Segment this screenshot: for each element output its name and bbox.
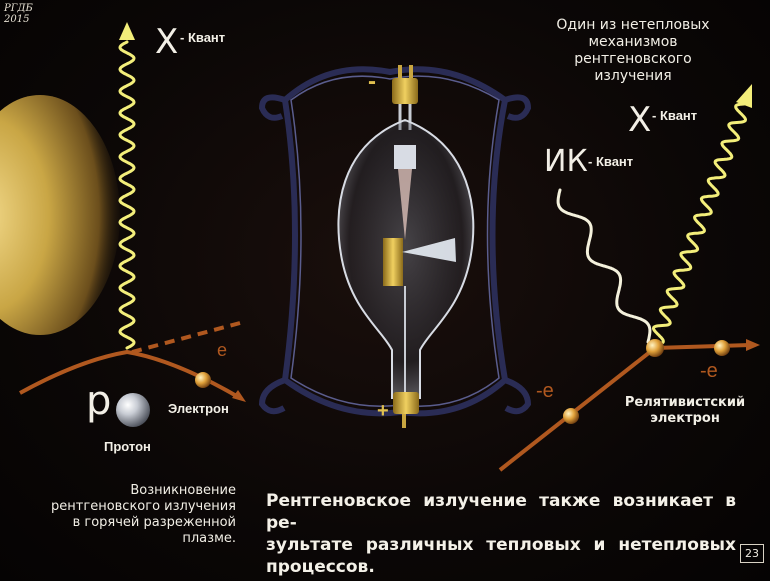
cathode-pins bbox=[398, 65, 402, 79]
slide-number: 23 bbox=[740, 544, 764, 563]
left-electron-symbol: e bbox=[217, 340, 228, 360]
watermark: РГДБ 2015 bbox=[4, 3, 33, 25]
right-header-line: механизмов bbox=[588, 34, 678, 50]
right-electron-track-in bbox=[498, 346, 657, 472]
left-xray-wave bbox=[118, 40, 136, 350]
tube-minus-sign: - bbox=[368, 68, 376, 95]
left-electron-ball bbox=[195, 372, 211, 388]
ir-letters: ИК bbox=[544, 144, 588, 179]
main-caption: Рентгеновское излучение также возникает … bbox=[266, 490, 736, 578]
main-caption-line: Рентгеновское излучение также возникает … bbox=[266, 491, 736, 533]
right-header: Один из нетепловых механизмов рентгеновс… bbox=[548, 17, 718, 85]
main-caption-line: зультате различных тепловых и нетепловых bbox=[266, 535, 736, 555]
scroll-frame bbox=[258, 66, 532, 417]
right-header-line: рентгеновского bbox=[574, 51, 692, 67]
left-caption-line: рентгеновского излучения bbox=[51, 499, 236, 514]
right-header-line: Один из нетепловых bbox=[556, 17, 710, 33]
main-caption-line: процессов. bbox=[266, 557, 375, 577]
left-quant-label: - Квант bbox=[180, 30, 226, 45]
relativistic-line: электрон bbox=[650, 411, 720, 426]
anode-body bbox=[383, 238, 403, 286]
right-e-left: -е bbox=[536, 380, 554, 402]
proton-letter: p bbox=[86, 378, 112, 424]
electron-beam bbox=[398, 169, 412, 240]
left-xray-arrowhead bbox=[119, 22, 135, 40]
xray-tube bbox=[337, 65, 475, 428]
cathode-cup bbox=[394, 145, 416, 169]
watermark-line1: РГДБ bbox=[4, 3, 33, 14]
right-electron-ball-left bbox=[563, 408, 579, 424]
ir-quant-label: - Квант bbox=[588, 154, 634, 169]
proton-ball bbox=[116, 393, 150, 427]
anode-cap bbox=[393, 392, 419, 414]
relativistic-line: Релятивистский bbox=[624, 395, 746, 410]
right-xray-wave bbox=[651, 102, 748, 346]
right-e-right: -е bbox=[700, 360, 718, 382]
right-x-letter: X bbox=[628, 100, 652, 140]
left-caption-line: в горячей разреженной bbox=[72, 515, 236, 530]
left-x-letter: X bbox=[155, 22, 179, 62]
left-caption-line: Возникновение bbox=[130, 483, 236, 498]
electron-label: Электрон bbox=[168, 401, 229, 416]
right-electron-ball-center bbox=[646, 339, 664, 357]
ir-wave bbox=[556, 188, 652, 344]
cathode-cap bbox=[392, 78, 418, 104]
right-xray-arrowhead bbox=[736, 84, 752, 108]
right-header-line: излучения bbox=[594, 68, 672, 84]
proton-label: Протон bbox=[104, 439, 151, 454]
left-electron-dashed bbox=[131, 321, 241, 354]
hot-plasma bbox=[0, 95, 120, 335]
tube-plus-sign: + bbox=[377, 400, 389, 422]
right-electron-ball-right bbox=[714, 340, 730, 356]
left-caption: Возникновение рентгеновского излучения в… bbox=[8, 483, 236, 547]
xray-beam bbox=[402, 238, 456, 262]
relativistic-label: Релятивистский электрон bbox=[620, 395, 750, 427]
right-electron-track-out bbox=[654, 343, 751, 350]
right-x-quant-label: - Квант bbox=[652, 108, 698, 123]
watermark-line2: 2015 bbox=[4, 14, 30, 25]
left-caption-line: плазме. bbox=[182, 531, 236, 546]
